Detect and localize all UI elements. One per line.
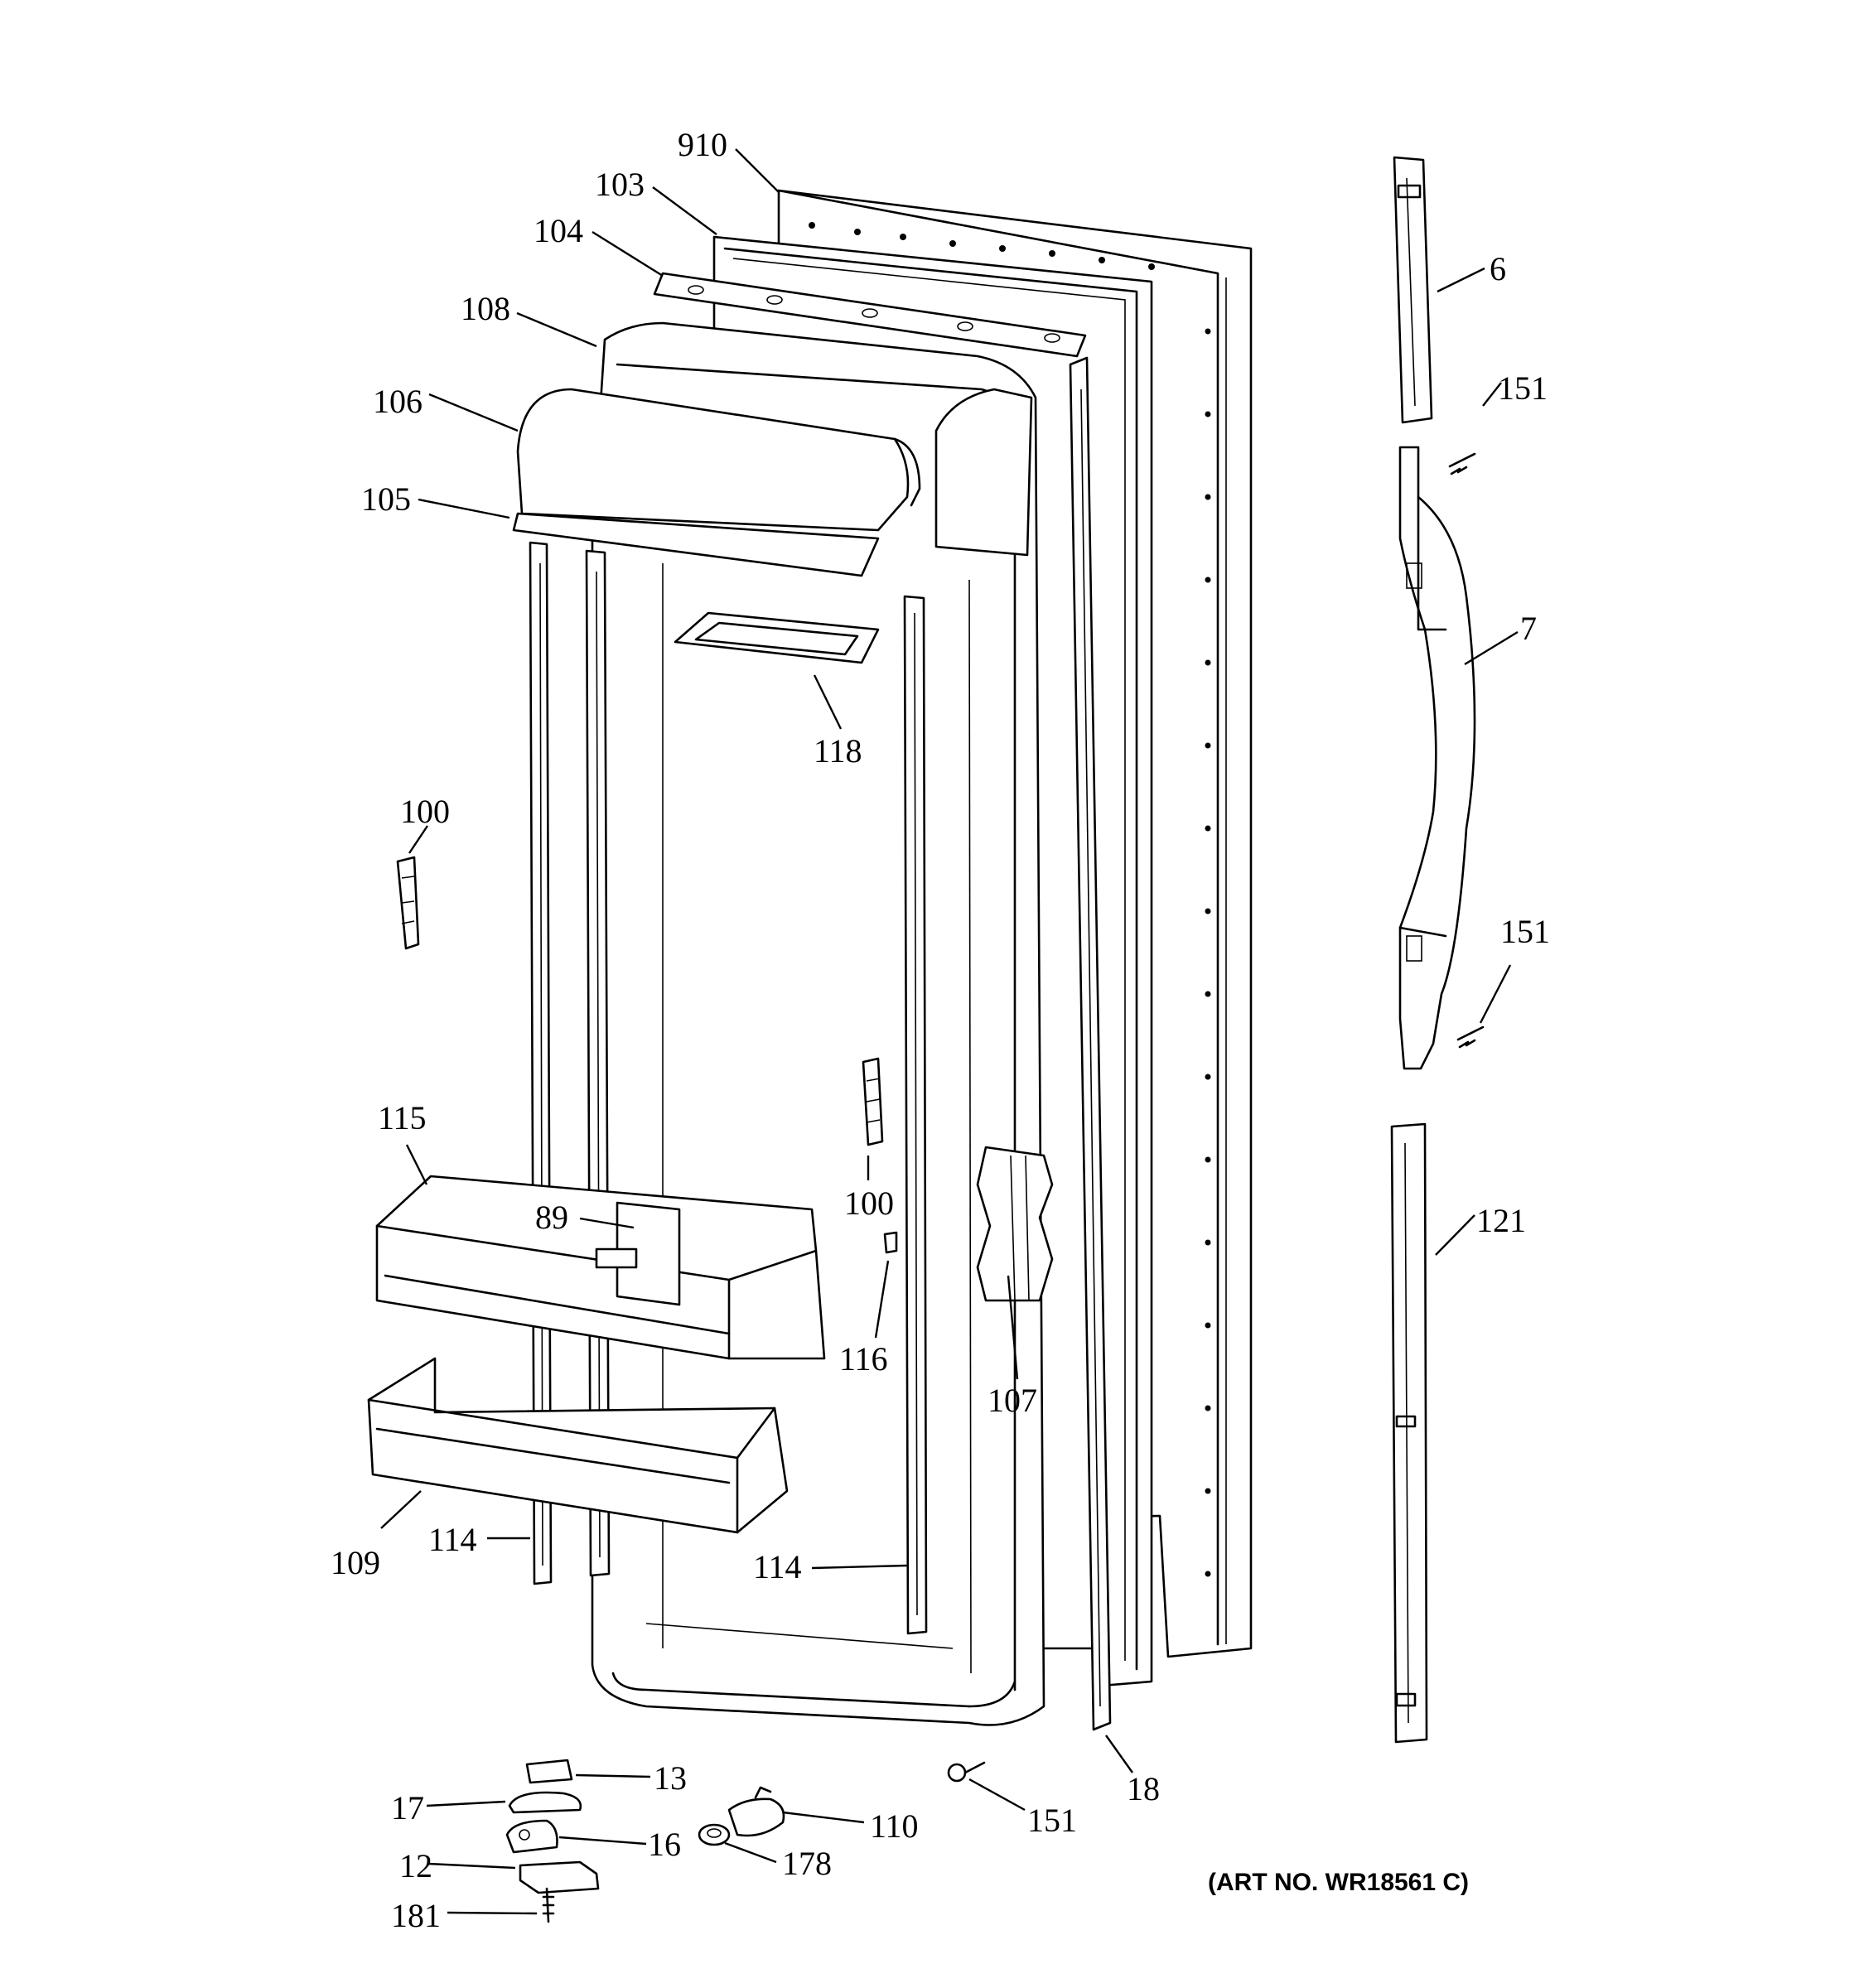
label-910: 910	[678, 126, 727, 163]
label-121: 121	[1476, 1202, 1526, 1239]
art-number: (ART NO. WR18561 C)	[1208, 1869, 1469, 1896]
door-hinge-side-rail	[1069, 356, 1112, 1731]
label-151-bottom: 151	[1027, 1802, 1077, 1839]
label-104: 104	[534, 212, 583, 249]
door-handle	[1398, 446, 1476, 1070]
butter-tray	[674, 611, 880, 664]
top-breaker-strip	[653, 272, 1087, 358]
part-labels: 910 103 104 108 106 105 118 100 115 89 1…	[331, 126, 1550, 1934]
label-108: 108	[461, 290, 510, 327]
door-bin-lower	[367, 1357, 789, 1534]
label-18: 18	[1127, 1770, 1160, 1807]
handle-screws	[1448, 452, 1485, 1049]
liner-right-edge-slots	[968, 579, 972, 1674]
door-clip	[883, 1231, 898, 1254]
handle-top-trim	[1393, 156, 1433, 424]
label-100-lower: 100	[844, 1185, 894, 1222]
label-151-mid: 151	[1500, 913, 1550, 950]
label-103: 103	[595, 166, 645, 203]
label-13: 13	[654, 1759, 687, 1797]
label-12: 12	[399, 1847, 432, 1884]
label-110: 110	[870, 1807, 919, 1845]
leader-lines	[380, 148, 1519, 1915]
label-16: 16	[648, 1826, 681, 1863]
label-116: 116	[839, 1340, 888, 1378]
label-118: 118	[814, 732, 862, 770]
label-105: 105	[361, 480, 411, 518]
inner-right-rail	[903, 595, 928, 1635]
label-114-left: 114	[428, 1521, 477, 1558]
label-114-right: 114	[753, 1548, 802, 1585]
hinge-hardware	[505, 1759, 986, 1923]
label-89: 89	[535, 1199, 568, 1236]
label-106: 106	[373, 383, 423, 420]
label-7: 7	[1520, 610, 1537, 647]
dairy-compartment-cover	[512, 388, 1033, 577]
door-bin-upper	[375, 1175, 826, 1360]
shelf-bracket-center	[862, 1057, 884, 1146]
label-107: 107	[988, 1382, 1037, 1419]
label-178: 178	[782, 1845, 832, 1882]
label-109: 109	[331, 1544, 380, 1581]
label-100-upper: 100	[400, 793, 450, 830]
handle-bottom-trim	[1390, 1122, 1428, 1744]
label-6: 6	[1490, 250, 1506, 287]
label-181: 181	[391, 1897, 441, 1934]
label-17: 17	[391, 1789, 424, 1826]
label-115: 115	[378, 1099, 427, 1136]
label-151-top: 151	[1498, 369, 1548, 407]
foam-insulation-cutaway	[976, 1146, 1054, 1302]
shelf-bracket-left	[396, 856, 420, 950]
